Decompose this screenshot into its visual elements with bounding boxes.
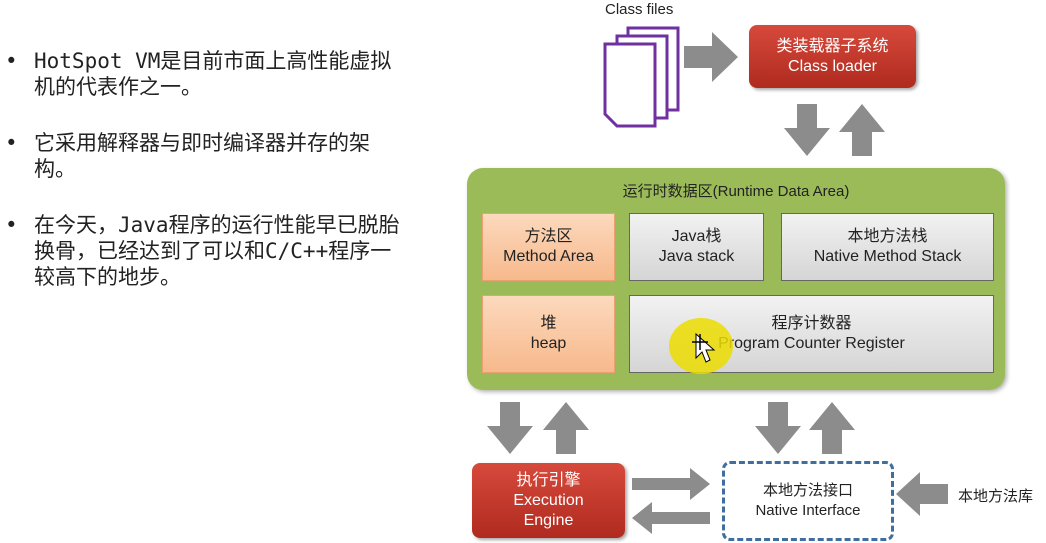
pc-register-zh: 程序计数器	[771, 315, 852, 332]
execution-engine-line3: Engine	[523, 511, 574, 529]
arrow-left-icon	[632, 502, 710, 534]
execution-engine-box: 执行引擎 Execution Engine	[472, 463, 625, 538]
heap-zh: 堆	[540, 315, 557, 332]
arrow-down-icon	[755, 402, 801, 454]
native-method-stack-en: Native Method Stack	[813, 248, 962, 265]
class-files-document-icon	[603, 26, 680, 128]
arrow-up-icon	[809, 402, 855, 454]
arrow-down-icon	[784, 104, 830, 156]
arrow-down-icon	[487, 402, 533, 454]
arrow-right-icon	[632, 468, 710, 500]
class-files-label: Class files	[605, 1, 674, 18]
bullet-mark: •	[5, 49, 18, 73]
bullet-text: HotSpot VM是目前市面上高性能虚拟机的代表作之一。	[34, 49, 392, 99]
runtime-data-area-title: 运行时数据区(Runtime Data Area)	[622, 183, 850, 200]
native-library-label: 本地方法库	[958, 488, 1034, 505]
bullet-item: • HotSpot VM是目前市面上高性能虚拟机的代表作之一。	[0, 48, 440, 100]
pc-register-en: Program Counter Register	[718, 335, 905, 352]
class-loader-zh: 类装载器子系统	[776, 37, 889, 55]
native-method-stack-zh: 本地方法栈	[847, 228, 928, 245]
bullet-text: 它采用解释器与即时编译器并存的架构。	[34, 131, 370, 181]
java-stack-zh: Java栈	[671, 228, 722, 245]
runtime-data-area: 运行时数据区(Runtime Data Area) 方法区 Method Are…	[467, 168, 1005, 390]
cursor-highlight	[669, 318, 733, 374]
heap-box: 堆 heap	[482, 295, 615, 373]
native-interface-zh: 本地方法接口	[762, 482, 853, 499]
native-interface-box: 本地方法接口 Native Interface	[722, 461, 894, 541]
heap-en: heap	[530, 335, 567, 352]
bullet-mark: •	[5, 131, 18, 155]
java-stack-box: Java栈 Java stack	[629, 213, 764, 281]
arrow-up-icon	[543, 402, 589, 454]
bullet-item: • 在今天，Java程序的运行性能早已脱胎换骨，已经达到了可以和C/C++程序一…	[0, 212, 440, 290]
bullet-list: • HotSpot VM是目前市面上高性能虚拟机的代表作之一。 • 它采用解释器…	[0, 48, 440, 320]
native-method-stack-box: 本地方法栈 Native Method Stack	[781, 213, 994, 281]
arrow-right-icon	[684, 32, 738, 82]
bullet-item: • 它采用解释器与即时编译器并存的架构。	[0, 130, 440, 182]
method-area-en: Method Area	[503, 248, 594, 265]
arrow-up-icon	[839, 104, 885, 156]
method-area-zh: 方法区	[524, 228, 573, 245]
execution-engine-line2: Execution	[513, 491, 584, 509]
java-stack-en: Java stack	[658, 248, 735, 265]
class-loader-en: Class loader	[788, 57, 877, 75]
method-area-box: 方法区 Method Area	[482, 213, 615, 281]
bullet-mark: •	[5, 213, 18, 237]
execution-engine-line1: 执行引擎	[516, 471, 581, 489]
native-interface-en: Native Interface	[755, 502, 861, 519]
class-loader-box: 类装载器子系统 Class loader	[749, 25, 916, 88]
arrow-left-icon	[896, 472, 948, 516]
bullet-text: 在今天，Java程序的运行性能早已脱胎换骨，已经达到了可以和C/C++程序一较高…	[34, 213, 400, 289]
